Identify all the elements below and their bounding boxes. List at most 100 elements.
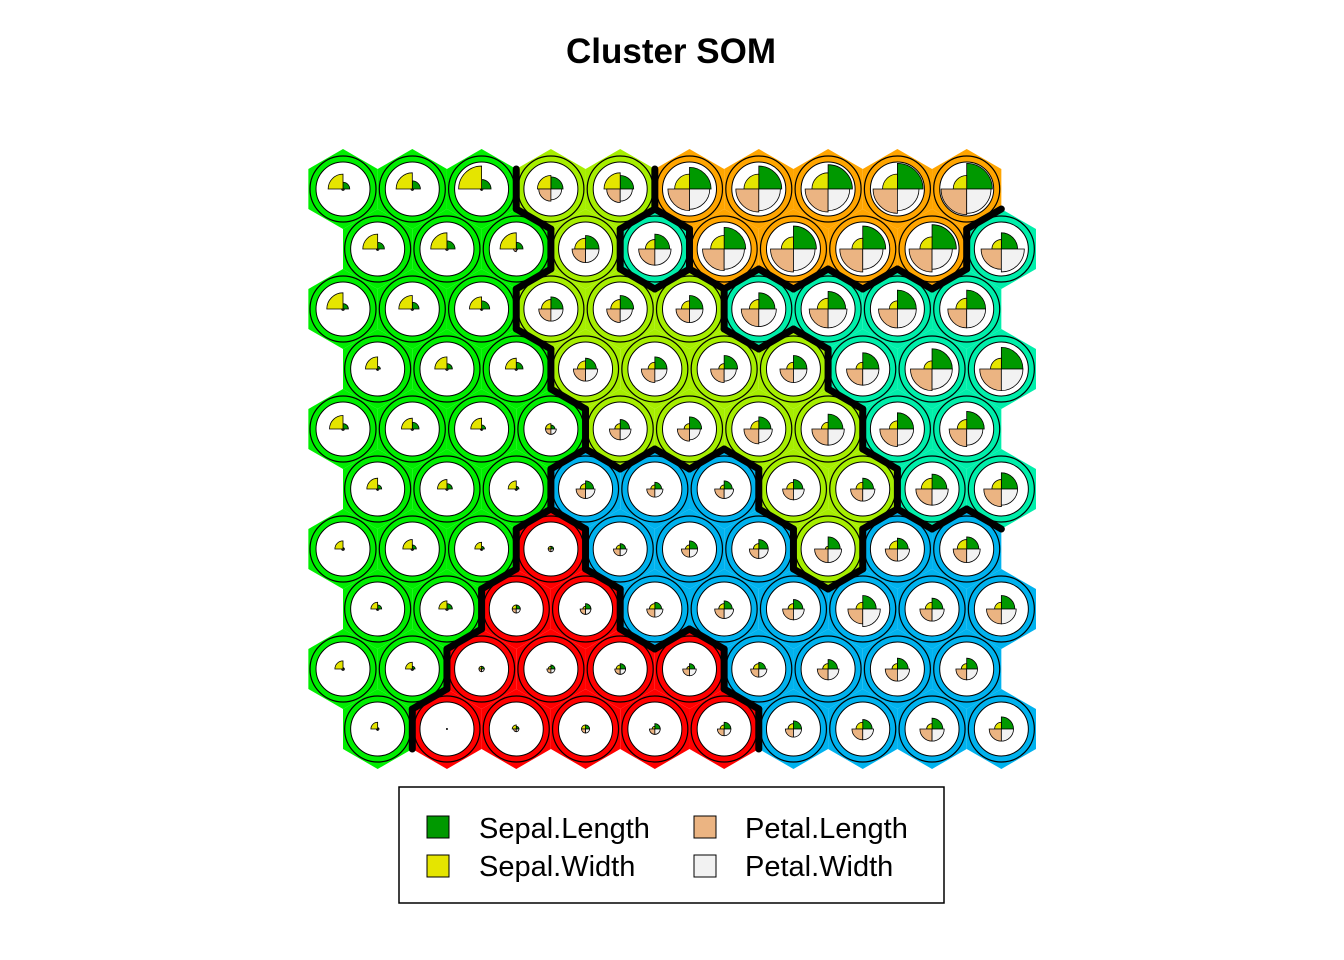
cluster-boundary <box>651 445 693 473</box>
segment-petal-length <box>538 188 552 202</box>
cluster-boundary <box>512 265 555 293</box>
segment-petal-width <box>619 548 628 557</box>
som-unit <box>621 455 689 523</box>
segment-petal-width <box>723 488 735 499</box>
segment-petal-width <box>619 668 627 675</box>
som-unit <box>482 455 550 523</box>
legend-label-sepal-length: Sepal.Length <box>479 813 650 845</box>
cluster-boundary <box>720 265 763 293</box>
segment-petal-width <box>689 428 701 441</box>
segment-petal-width <box>931 488 949 506</box>
segment-petal-width <box>827 308 848 329</box>
segment-sepal-width <box>582 605 586 610</box>
som-unit <box>759 215 828 283</box>
segment-petal-width <box>585 368 599 382</box>
segment-sepal-width <box>401 417 413 430</box>
segment-petal-length <box>735 188 760 213</box>
som-unit <box>621 695 689 763</box>
segment-sepal-width <box>478 665 482 670</box>
segment-petal-width <box>411 548 415 551</box>
som-unit <box>309 155 377 223</box>
segment-petal-length <box>743 428 760 445</box>
segment-sepal-length <box>1000 346 1024 370</box>
som-unit <box>759 335 828 403</box>
som-unit <box>794 635 862 703</box>
segment-petal-width <box>689 188 711 210</box>
segment-petal-width <box>1000 248 1025 273</box>
som-unit <box>898 575 966 643</box>
segment-sepal-width <box>370 601 379 610</box>
som-unit <box>898 455 966 523</box>
segment-petal-width <box>550 548 555 553</box>
segment-petal-length <box>879 428 898 447</box>
cluster-boundary <box>582 565 624 593</box>
segment-petal-width <box>342 428 345 431</box>
segment-petal-width <box>515 728 520 733</box>
segment-sepal-length <box>793 225 817 250</box>
segment-sepal-width <box>370 721 379 730</box>
som-unit <box>621 575 689 643</box>
cluster-boundary <box>616 445 659 473</box>
cluster-boundary <box>443 625 486 653</box>
segment-petal-length <box>702 248 725 272</box>
segment-sepal-length <box>515 725 520 730</box>
segment-sepal-width <box>402 539 413 550</box>
segment-petal-width <box>723 248 745 270</box>
som-unit <box>898 695 966 763</box>
som-unit <box>448 635 516 703</box>
cluster-boundary <box>616 265 659 293</box>
segment-sepal-length <box>931 224 957 250</box>
segment-petal-width <box>758 308 777 327</box>
segment-petal-width <box>897 668 910 682</box>
som-unit <box>344 455 412 523</box>
segment-petal-length <box>513 248 517 253</box>
som-unit <box>690 335 758 403</box>
segment-petal-width <box>446 368 449 371</box>
som-unit <box>448 275 516 343</box>
segment-sepal-width <box>437 479 448 490</box>
som-unit <box>655 515 724 583</box>
som-unit <box>690 575 758 643</box>
som-unit <box>413 695 481 763</box>
segment-petal-length <box>910 368 933 392</box>
som-unit <box>413 215 481 283</box>
segment-sepal-width <box>405 661 413 670</box>
cluster-boundary <box>478 565 520 593</box>
som-unit <box>309 275 377 343</box>
segment-sepal-width <box>507 480 517 490</box>
segment-petal-width <box>411 668 415 671</box>
segment-petal-width <box>411 308 415 311</box>
segment-petal-length <box>983 488 1002 507</box>
segment-sepal-width <box>470 417 482 430</box>
segment-petal-width <box>654 608 664 618</box>
segment-petal-length <box>640 368 656 383</box>
cluster-boundary <box>547 445 590 473</box>
som-unit <box>482 695 550 763</box>
segment-petal-width <box>550 428 557 435</box>
cluster-boundary <box>512 505 555 533</box>
segment-petal-width <box>827 428 845 446</box>
segment-petal-width <box>827 548 843 563</box>
som-unit <box>551 335 620 403</box>
legend-swatch-petal-length <box>693 815 717 839</box>
segment-petal-length <box>667 188 690 212</box>
segment-petal-width <box>619 188 633 202</box>
legend-swatch-sepal-length <box>426 815 450 839</box>
som-unit <box>309 515 377 583</box>
segment-petal-length <box>878 308 898 329</box>
segment-petal-width <box>723 728 732 737</box>
segment-sepal-width <box>469 296 482 310</box>
som-unit <box>551 575 620 643</box>
segment-sepal-width <box>434 356 448 370</box>
cluster-boundary <box>651 625 693 653</box>
som-unit <box>933 635 1001 703</box>
segment-petal-width <box>481 308 484 311</box>
segment-petal-length <box>804 188 829 213</box>
som-unit <box>863 515 932 583</box>
segment-petal-width <box>515 368 519 371</box>
legend: Sepal.Length Sepal.Width Petal.Length Pe… <box>398 786 945 904</box>
som-unit <box>482 335 550 403</box>
segment-sepal-width <box>395 172 413 190</box>
segment-petal-length <box>947 308 968 329</box>
segment-petal-width <box>931 728 945 742</box>
